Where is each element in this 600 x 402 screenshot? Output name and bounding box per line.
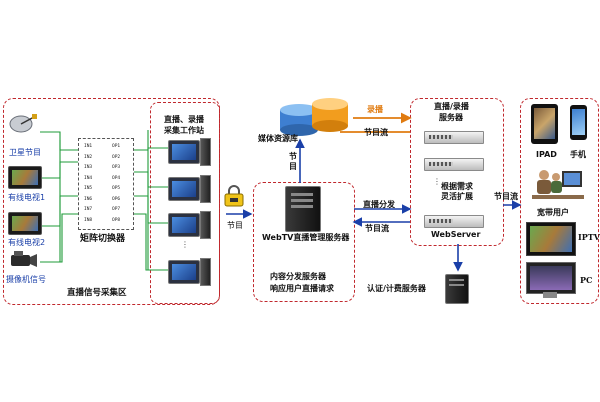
webserver-label: WebServer (431, 230, 481, 239)
edge-label-program-stream: 节目流 (364, 128, 388, 137)
workstation-monitor-2 (168, 177, 200, 201)
ipad-icon (531, 104, 558, 144)
acquisition-zone-label: 直播信号采集区 (67, 288, 127, 298)
webtv-zone (253, 182, 355, 302)
webtv-server-icon (285, 186, 321, 232)
workstation-tower-1 (200, 138, 211, 166)
workstation-tower-4 (200, 258, 211, 286)
client-label-broadband: 宽带用户 (537, 208, 569, 217)
matrix-input-port: IN5 (84, 186, 93, 191)
workstation-monitor-1 (168, 140, 200, 164)
workstation-zone (150, 102, 220, 304)
matrix-output-port: OP6 (112, 196, 121, 202)
pc-icon (526, 262, 576, 294)
matrix-switcher (78, 138, 134, 230)
matrix-output-port: OP7 (112, 207, 121, 212)
matrix-output-port: OP5 (112, 186, 121, 191)
edge-label-program-stream-right: 节目流 (494, 192, 518, 201)
client-label-phone: 手机 (570, 150, 586, 159)
edge-label-program-vertical: 节目 (289, 152, 297, 171)
camera-icon (8, 249, 38, 271)
auth-server-icon (445, 274, 469, 304)
matrix-input-port: IN1 (84, 144, 93, 149)
server-rack-2 (424, 158, 484, 171)
media-library-label: 媒体资源库 (258, 134, 298, 143)
source-label-satellite: 卫星节目 (9, 148, 41, 157)
webtv-desc-line1: 内容分发服务器 (270, 272, 326, 281)
phone-icon (570, 105, 587, 140)
source-label-cable1: 有线电视1 (8, 193, 46, 202)
matrix-output-port: OP8 (112, 217, 121, 223)
matrix-output-port: OP4 (112, 175, 121, 181)
matrix-input-port: IN2 (84, 154, 93, 160)
server-expand-line1: 根据需求 (441, 182, 473, 191)
tv-icon-cable2 (8, 212, 42, 235)
edge-label-program-left: 节目 (227, 221, 243, 230)
lock-icon (222, 185, 246, 207)
webtv-title: WebTV直播管理服务器 (262, 233, 350, 242)
workstation-label-line1: 直播、录播 (164, 115, 204, 124)
satellite-dish-icon (8, 113, 38, 135)
server-title-line2: 服务器 (439, 113, 463, 122)
iptv-icon (526, 222, 576, 256)
matrix-output-port: OP2 (112, 154, 121, 160)
matrix-input-port: IN7 (84, 207, 93, 212)
webtv-desc-line2: 响应用户直播请求 (270, 284, 334, 293)
workstation-tower-3 (200, 211, 211, 239)
auth-server-label: 认证/计费服务器 (367, 284, 426, 293)
database-icon (278, 96, 352, 142)
edge-label-program-stream-2: 节目流 (365, 224, 389, 233)
matrix-output-port: OP1 (112, 144, 121, 149)
workstation-label-line2: 采集工作站 (164, 126, 204, 135)
client-label-iptv: IPTV (578, 232, 600, 242)
source-label-cable2: 有线电视2 (8, 238, 46, 247)
broadband-user-icon (528, 165, 588, 205)
matrix-label: 矩阵切换器 (80, 234, 126, 244)
client-label-ipad: IPAD (536, 150, 557, 159)
matrix-input-port: IN8 (84, 217, 93, 223)
matrix-input-port: IN3 (84, 165, 93, 170)
server-rack-webserver (424, 215, 484, 228)
source-label-camera: 摄像机信号 (6, 275, 46, 284)
edge-label-live-distribute: 直播分发 (363, 200, 395, 209)
matrix-output-port: OP3 (112, 165, 121, 170)
server-zone (410, 98, 504, 246)
matrix-input-port: IN4 (84, 175, 93, 181)
edge-label-record: 录播 (367, 105, 383, 114)
workstation-monitor-4 (168, 260, 200, 284)
server-title-line1: 直播/录播 (434, 102, 469, 111)
server-rack-1 (424, 131, 484, 144)
pc-stand (543, 292, 557, 298)
more-dots-servers: ⋮ (433, 177, 441, 186)
server-expand-line2: 灵活扩展 (441, 192, 473, 201)
more-dots: ⋮ (181, 240, 189, 249)
matrix-input-port: IN6 (84, 196, 93, 202)
client-label-pc: PC (580, 275, 593, 285)
workstation-tower-2 (200, 175, 211, 203)
tv-icon-cable1 (8, 166, 42, 189)
workstation-monitor-3 (168, 213, 200, 237)
